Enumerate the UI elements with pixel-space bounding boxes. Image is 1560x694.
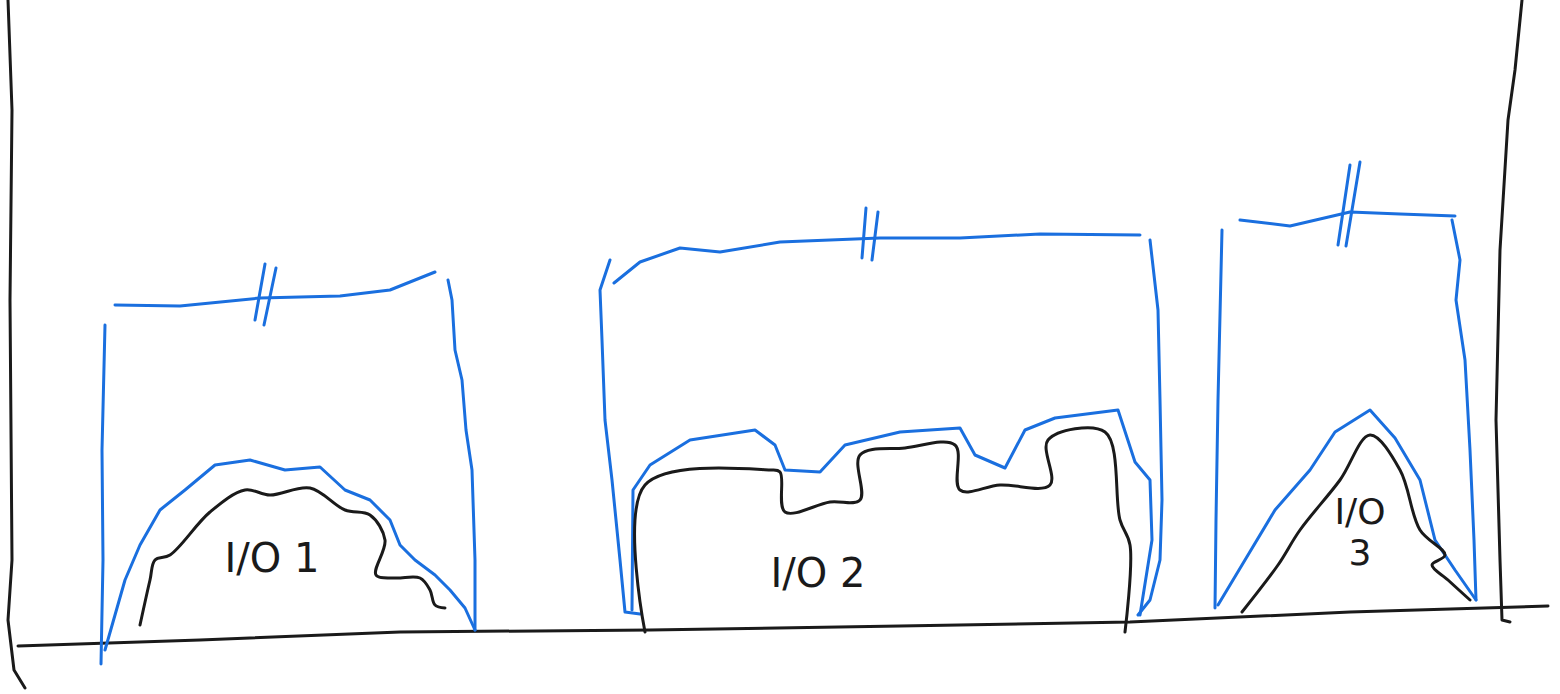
- right-wall: [1496, 0, 1522, 622]
- io-block: I/O 3: [1230, 425, 1480, 620]
- envelope-contour: [632, 410, 1152, 615]
- break-mark: [255, 264, 276, 325]
- floor-line: [18, 606, 1548, 646]
- io-block: I/O 1: [120, 470, 460, 635]
- left-wall: [8, 0, 25, 688]
- block-contour: [1242, 435, 1470, 612]
- container-outline: [8, 0, 1548, 688]
- blue-envelopes: [101, 162, 1476, 664]
- io-block: I/O 2: [630, 420, 1140, 635]
- block-contour: [140, 488, 445, 625]
- envelope-top: [1240, 212, 1455, 226]
- envelope-side: [1215, 230, 1222, 608]
- envelope-contour: [105, 460, 475, 650]
- break-mark: [862, 208, 878, 260]
- block-outline: [630, 420, 1140, 635]
- envelope-side: [1452, 220, 1476, 600]
- envelope-side: [101, 325, 105, 664]
- envelope-side: [600, 260, 640, 614]
- envelope-contour: [1218, 410, 1476, 605]
- envelope-top: [614, 234, 1140, 283]
- block-label: I/O 2: [771, 550, 866, 596]
- block-label: I/O 3: [1320, 491, 1400, 574]
- block-label: I/O 1: [225, 535, 320, 581]
- envelope-side: [448, 280, 475, 630]
- block-contour: [635, 428, 1131, 632]
- break-mark: [1338, 162, 1360, 246]
